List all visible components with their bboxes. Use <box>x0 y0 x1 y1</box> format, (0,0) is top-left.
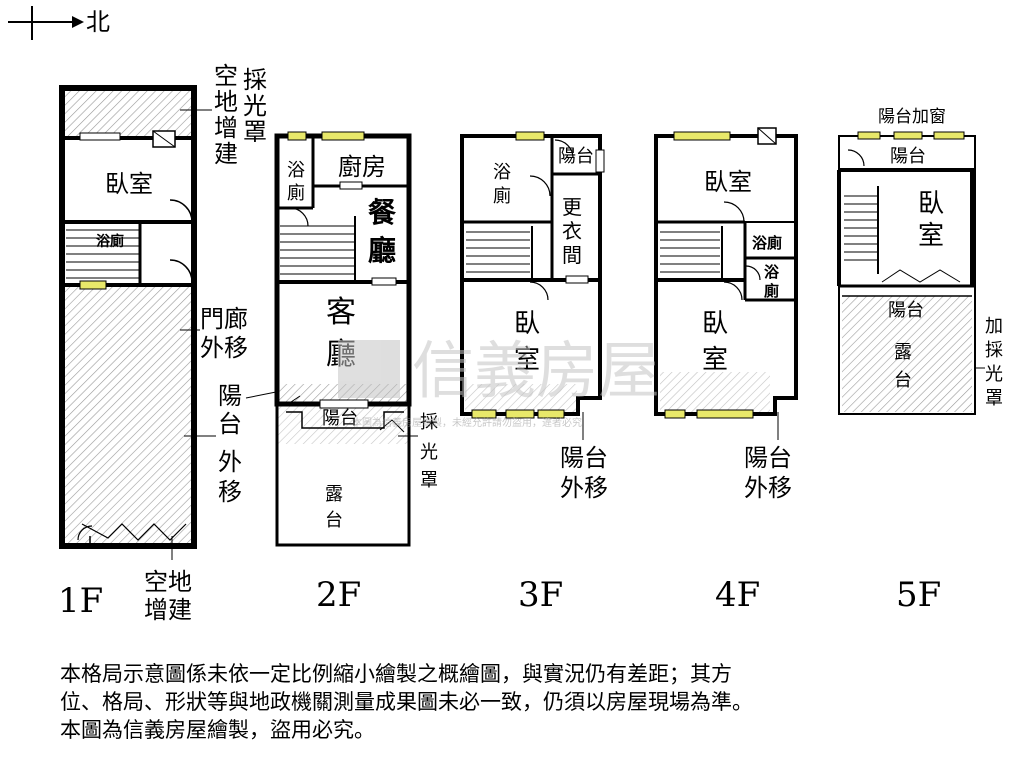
f3-moved-1: 陽台 <box>560 444 608 472</box>
north-label: 北 <box>86 8 110 36</box>
f5-skylight-2: 採 <box>985 340 1003 361</box>
watermark: 信義房屋 本圖為信義房屋繪製，未經允許請勿盜用，違者必究 <box>338 334 660 429</box>
floor-1f-plan <box>59 85 197 560</box>
f3-closet-1: 更 <box>562 195 582 219</box>
f3-bedroom-2: 室 <box>514 345 540 375</box>
f3-bedroom-1: 臥 <box>514 309 540 339</box>
f5-skylight-4: 罩 <box>985 388 1003 409</box>
f5-bedroom-1: 臥 <box>918 189 944 219</box>
f4-bath-b-1: 浴 <box>764 263 780 281</box>
f5-skylight-3: 光 <box>985 364 1003 385</box>
f3-bath-2: 廁 <box>493 185 511 207</box>
f1-skylight-1: 採 <box>243 66 267 94</box>
f5-skylight-1: 加 <box>985 316 1003 337</box>
floor-label-4f: 4F <box>715 575 760 615</box>
disclaimer: 本格局示意圖係未依一定比例縮小繪製之概繪圖，與實況仍有差距；其方 位、格局、形狀… <box>60 660 1000 744</box>
f1-empty-4: 建 <box>214 140 238 168</box>
f1-bottom-1: 空地 <box>144 568 192 596</box>
f5-balcony-mid: 陽台 <box>888 300 924 321</box>
f1-porch-2: 外移 <box>200 334 248 362</box>
floor-label-5f: 5F <box>896 575 941 615</box>
f4-bath-a-label: 浴廁 <box>752 234 782 252</box>
disclaimer-line-3: 本圖為信義房屋繪製，盜用必究。 <box>60 718 375 742</box>
f2-dining-1: 餐 <box>368 196 397 229</box>
f2-skylight-1: 採 <box>420 412 438 433</box>
brand-logo-icon <box>338 340 400 398</box>
f1-skylight-3: 罩 <box>243 118 267 146</box>
f2-kitchen-label: 廚房 <box>338 153 386 181</box>
f4-bath-b-2: 廁 <box>764 282 779 300</box>
f1-bottom-2: 增建 <box>144 596 192 624</box>
north-arrow-icon <box>72 16 84 28</box>
f2-living-1: 客 <box>326 295 356 330</box>
f4-bedroom2-1: 臥 <box>702 309 728 339</box>
f3-closet-2: 衣 <box>562 219 582 243</box>
f1-empty-3: 增 <box>214 114 238 142</box>
f1-balcony-4: 移 <box>218 478 242 506</box>
f5-balcony-top: 陽台 <box>890 146 926 167</box>
f5-bedroom-2: 室 <box>918 221 944 251</box>
f2-terrace-1: 露 <box>325 484 343 505</box>
f2-terrace-2: 台 <box>325 510 343 531</box>
f1-porch-1: 門廊 <box>200 305 248 333</box>
f1-empty-2: 地 <box>214 88 238 116</box>
f5-terrace-2: 台 <box>894 370 912 391</box>
f4-moved-2: 外移 <box>744 474 792 502</box>
f3-closet-3: 間 <box>562 243 582 267</box>
f2-skylight-3: 罩 <box>420 470 438 491</box>
f1-skylight-2: 光 <box>243 92 267 120</box>
f4-bedroom-label: 臥室 <box>704 168 752 196</box>
f5-terrace-1: 露 <box>894 342 912 363</box>
disclaimer-line-2: 位、格局、形狀等與地政機關測量成果圖未必一致，仍須以房屋現場為準。 <box>60 690 753 714</box>
f1-empty-1: 空 <box>214 62 238 90</box>
f1-bedroom-label: 臥室 <box>105 170 153 198</box>
floor-3f-plan <box>460 131 605 440</box>
f2-skylight-2: 光 <box>420 442 438 463</box>
compass: 北 <box>8 6 110 40</box>
f3-moved-2: 外移 <box>560 474 608 502</box>
watermark-small: 本圖為信義房屋繪製，未經允許請勿盜用，違者必究 <box>352 416 582 429</box>
floor-5f-plan <box>837 131 985 415</box>
floor-label-1f: 1F <box>58 581 103 621</box>
f1-bath-label: 浴廁 <box>96 233 124 250</box>
f3-bath-1: 浴 <box>493 162 511 183</box>
f2-balcony-label: 陽台 <box>322 408 358 429</box>
f5-window-balcony: 陽台加窗 <box>878 107 946 127</box>
f4-bedroom2-2: 室 <box>702 345 728 375</box>
f1-balcony-1: 陽 <box>218 382 242 410</box>
f4-moved-1: 陽台 <box>744 444 792 472</box>
f2-bath-2: 廁 <box>287 182 305 204</box>
floor-label-3f: 3F <box>518 575 563 615</box>
f3-balcony-label: 陽台 <box>558 146 594 167</box>
f1-balcony-2: 台 <box>218 410 242 438</box>
watermark-brand: 信義房屋 <box>412 334 660 407</box>
f2-dining-2: 廳 <box>368 234 396 267</box>
floor-label-2f: 2F <box>316 575 361 615</box>
f2-bath-1: 浴 <box>287 160 305 181</box>
floor-4f-plan <box>654 127 798 440</box>
disclaimer-line-1: 本格局示意圖係未依一定比例縮小繪製之概繪圖，與實況仍有差距；其方 <box>60 662 732 686</box>
f1-balcony-3: 外 <box>218 448 242 476</box>
